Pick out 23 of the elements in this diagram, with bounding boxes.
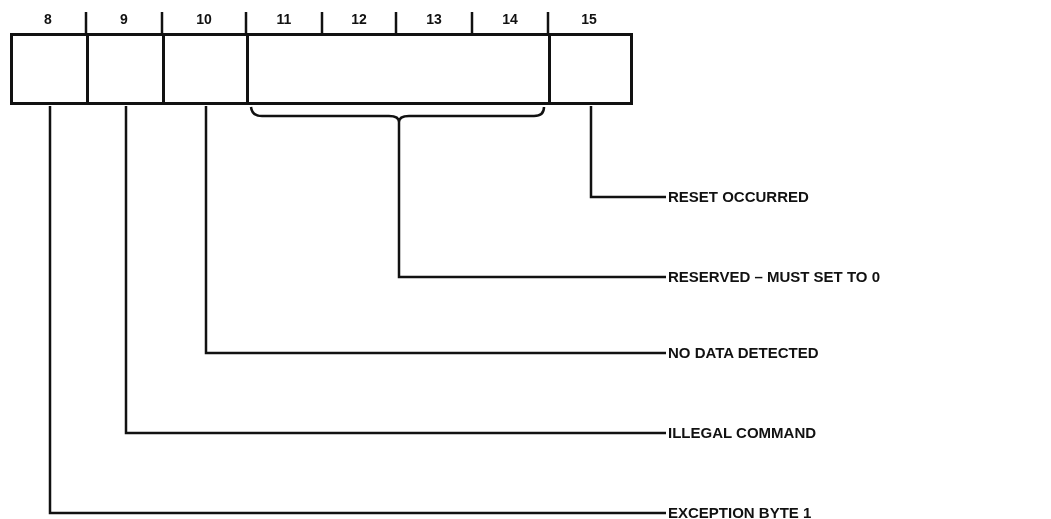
register-bit-field: [86, 33, 165, 105]
bit-number: 10: [195, 11, 213, 27]
bracket-leader-line: [249, 105, 668, 279]
bit-number: 11: [275, 11, 293, 27]
field-label: RESERVED – MUST SET TO 0: [666, 267, 882, 287]
leader-line: [204, 106, 666, 355]
field-label: NO DATA DETECTED: [666, 343, 821, 363]
register-bit-field: [548, 33, 633, 105]
bit-number: 14: [501, 11, 519, 27]
leader-line: [124, 106, 666, 435]
bit-number: 13: [425, 11, 443, 27]
bit-number: 8: [43, 11, 53, 27]
register-bit-field: [246, 33, 551, 105]
leader-line: [589, 106, 666, 199]
field-label: RESET OCCURRED: [666, 187, 811, 207]
register-bit-field: [162, 33, 249, 105]
field-label: EXCEPTION BYTE 1: [666, 503, 814, 519]
bit-number: 15: [580, 11, 598, 27]
bit-number: 9: [119, 11, 129, 27]
register-bit-field: [10, 33, 89, 105]
bit-number: 12: [350, 11, 368, 27]
field-label: ILLEGAL COMMAND: [666, 423, 819, 443]
leader-line: [48, 106, 666, 515]
